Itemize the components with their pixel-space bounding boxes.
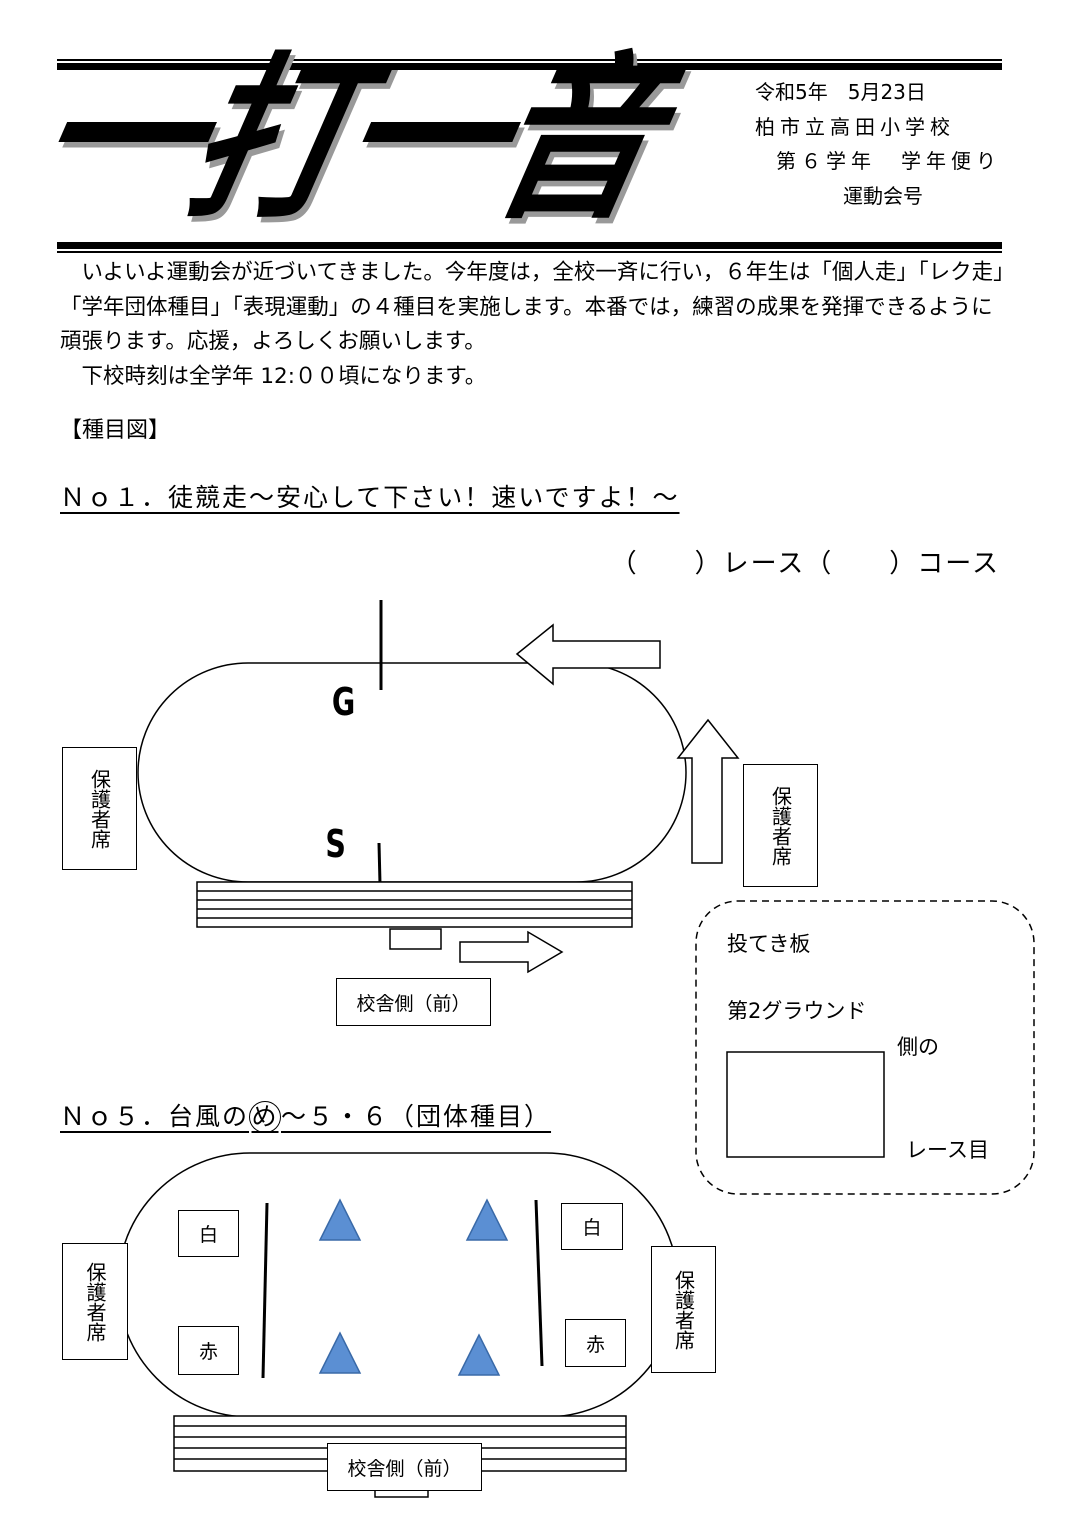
guardian-seats-left-2: 保護者席 (62, 1243, 128, 1360)
intro-paragraph: いよいよ運動会が近づいてきました。今年度は，全校一斉に行い，６年生は「個人走」「… (60, 260, 1004, 354)
note-second-ground: 第2グラウンド (727, 999, 867, 1023)
header-rule-thin-bottom (57, 251, 1002, 253)
guardian-seats-right-2: 保護者席 (651, 1246, 716, 1373)
track-1 (137, 662, 687, 883)
line-right (534, 1199, 544, 1367)
start-label: S (325, 822, 346, 866)
red-team-right: 赤 (565, 1319, 626, 1367)
arrow-right-icon (459, 930, 564, 974)
white-team-right: 白 (561, 1203, 623, 1250)
issue-name: 運動会号 (843, 184, 923, 208)
dismissal-time: 下校時刻は全学年 12:００頃になります。 (81, 363, 487, 389)
note-side: 側の (897, 1035, 939, 1059)
intro-text: いよいよ運動会が近づいてきました。今年度は，全校一斉に行い，６年生は「個人走」「… (60, 256, 1005, 394)
cone-triangle-icon (318, 1331, 362, 1374)
section-label: 【種目図】 (60, 418, 171, 443)
note-throwing-board: 投てき板 (727, 932, 811, 956)
cone-triangle-icon (465, 1198, 509, 1241)
red-team-left: 赤 (178, 1326, 239, 1375)
header-rule-thick (57, 63, 1002, 70)
race-course-blank: （ ）レース（ ）コース (610, 549, 1000, 579)
grade-newsletter: 第６学年 学年便り (776, 149, 1001, 173)
school-side-label: 校舎側（前） (336, 978, 491, 1026)
note-box (695, 900, 1035, 1195)
school-side-label-2: 校舎側（前） (327, 1443, 482, 1491)
race-number-box (726, 1051, 885, 1158)
event5-heading-pre: Ｎｏ５．台風の (60, 1102, 250, 1131)
stands-1 (196, 881, 633, 928)
header-rule-thick-bottom (57, 242, 1002, 249)
arrow-up-icon (676, 718, 740, 864)
small-platform (389, 928, 442, 950)
track-2 (117, 1152, 679, 1418)
event1-heading: Ｎｏ１．徒競走～安心して下さい！速いですよ！～ (60, 483, 680, 512)
event5-heading: Ｎｏ５．台風のめ～５・６（団体種目） (60, 1097, 551, 1133)
white-team-left: 白 (178, 1210, 239, 1257)
line-left (261, 1202, 269, 1379)
guardian-seats-right: 保護者席 (743, 764, 818, 887)
school-name: 柏市立高田小学校 (755, 115, 955, 139)
cone-triangle-icon (457, 1333, 501, 1376)
guardian-seats-left: 保護者席 (62, 747, 137, 870)
event5-heading-circled: め (249, 1101, 282, 1133)
arrow-left-icon (515, 623, 661, 686)
note-race: レース目 (906, 1138, 989, 1162)
event5-heading-post: ～５・６（団体種目） (281, 1102, 552, 1131)
goal-label: G (331, 680, 356, 724)
issue-date: 令和5年 5月23日 (755, 80, 926, 104)
cone-triangle-icon (318, 1198, 362, 1241)
header-rule-thin (57, 59, 1002, 61)
